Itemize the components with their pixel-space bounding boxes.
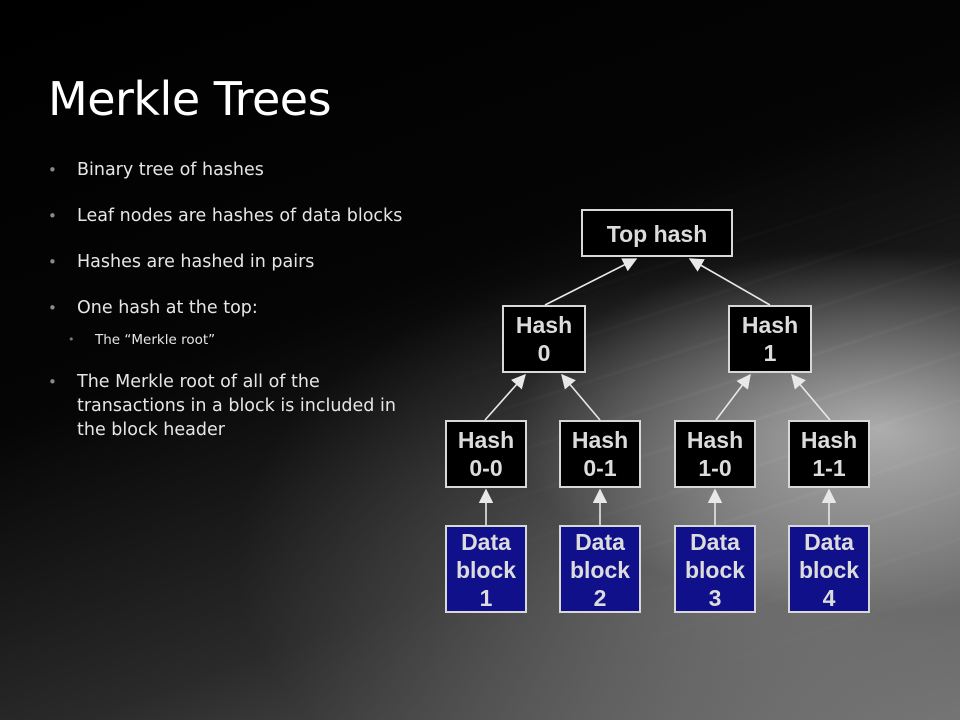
bullet-dot-icon: • [48, 161, 57, 179]
sub-bullet-text: The “Merkle root” [95, 332, 216, 348]
node-hash-1-0: Hash 1-0 [674, 420, 756, 488]
node-label: block [799, 557, 859, 583]
node-label: 0-0 [469, 455, 502, 481]
sub-bullet-item: • The “Merkle root” [48, 330, 478, 350]
node-label: 1-0 [698, 455, 731, 481]
bullet-item: • One hash at the top: [48, 296, 478, 320]
tree-edges [478, 258, 837, 525]
bullet-text: The Merkle root of all of the transactio… [77, 372, 396, 440]
node-data-block-1: Data block 1 [445, 525, 527, 613]
node-label: Hash [687, 427, 743, 453]
node-label: Data [690, 529, 740, 555]
node-label: block [685, 557, 745, 583]
node-top-hash: Top hash [581, 209, 733, 257]
node-label: Data [575, 529, 625, 555]
bullet-text: Hashes are hashed in pairs [77, 252, 315, 272]
node-label: Hash [572, 427, 628, 453]
node-label: 3 [709, 585, 722, 611]
node-label: Hash [801, 427, 857, 453]
node-label: 1 [480, 585, 493, 611]
node-data-block-4: Data block 4 [788, 525, 870, 613]
node-label: 0-1 [583, 455, 616, 481]
node-data-block-3: Data block 3 [674, 525, 756, 613]
bullet-dot-icon: • [48, 207, 57, 225]
bullet-item: • Leaf nodes are hashes of data blocks [48, 204, 478, 228]
bullet-text: One hash at the top: [77, 298, 258, 318]
node-label: Data [804, 529, 854, 555]
bullet-text: Binary tree of hashes [77, 160, 264, 180]
sub-bullet-dot-icon: • [68, 333, 75, 346]
edge-h01-h0 [561, 373, 601, 421]
node-label: Data [461, 529, 511, 555]
node-hash-0: Hash 0 [502, 305, 586, 373]
bullet-item: • The Merkle root of all of the transact… [48, 370, 407, 442]
node-hash-1-1: Hash 1-1 [788, 420, 870, 488]
node-label: block [570, 557, 630, 583]
edge-h0-top [544, 258, 638, 306]
edge-h10-h1 [715, 373, 751, 421]
bullet-item: • Binary tree of hashes [48, 158, 478, 182]
edge-h11-h1 [791, 373, 831, 421]
bullet-text: Leaf nodes are hashes of data blocks [77, 206, 403, 226]
bullet-dot-icon: • [48, 253, 57, 271]
bullet-dot-icon: • [48, 299, 57, 317]
merkle-tree-diagram: Top hash Hash 0 Hash 1 Hash 0-0 Hash 0-1… [440, 200, 880, 620]
node-hash-0-0: Hash 0-0 [445, 420, 527, 488]
bullet-dot-icon: • [48, 373, 57, 391]
slide-title: Merkle Trees [48, 72, 332, 126]
node-hash-1: Hash 1 [728, 305, 812, 373]
edge-h1-top [688, 258, 771, 306]
node-label: 1 [764, 340, 777, 366]
node-label: block [456, 557, 516, 583]
node-label: 2 [594, 585, 607, 611]
node-label: Hash [516, 312, 572, 338]
bullet-item: • Hashes are hashed in pairs [48, 250, 478, 274]
node-label: 0 [538, 340, 551, 366]
node-label: Hash [742, 312, 798, 338]
merkle-tree-svg: Top hash Hash 0 Hash 1 Hash 0-0 Hash 0-1… [445, 209, 870, 613]
node-label: Top hash [607, 221, 708, 247]
edge-h00-h0 [484, 373, 526, 421]
bullet-list: • Binary tree of hashes • Leaf nodes are… [48, 158, 478, 464]
node-label: 4 [823, 585, 836, 611]
node-data-block-2: Data block 2 [559, 525, 641, 613]
node-label: 1-1 [812, 455, 845, 481]
node-label: Hash [458, 427, 514, 453]
node-hash-0-1: Hash 0-1 [559, 420, 641, 488]
